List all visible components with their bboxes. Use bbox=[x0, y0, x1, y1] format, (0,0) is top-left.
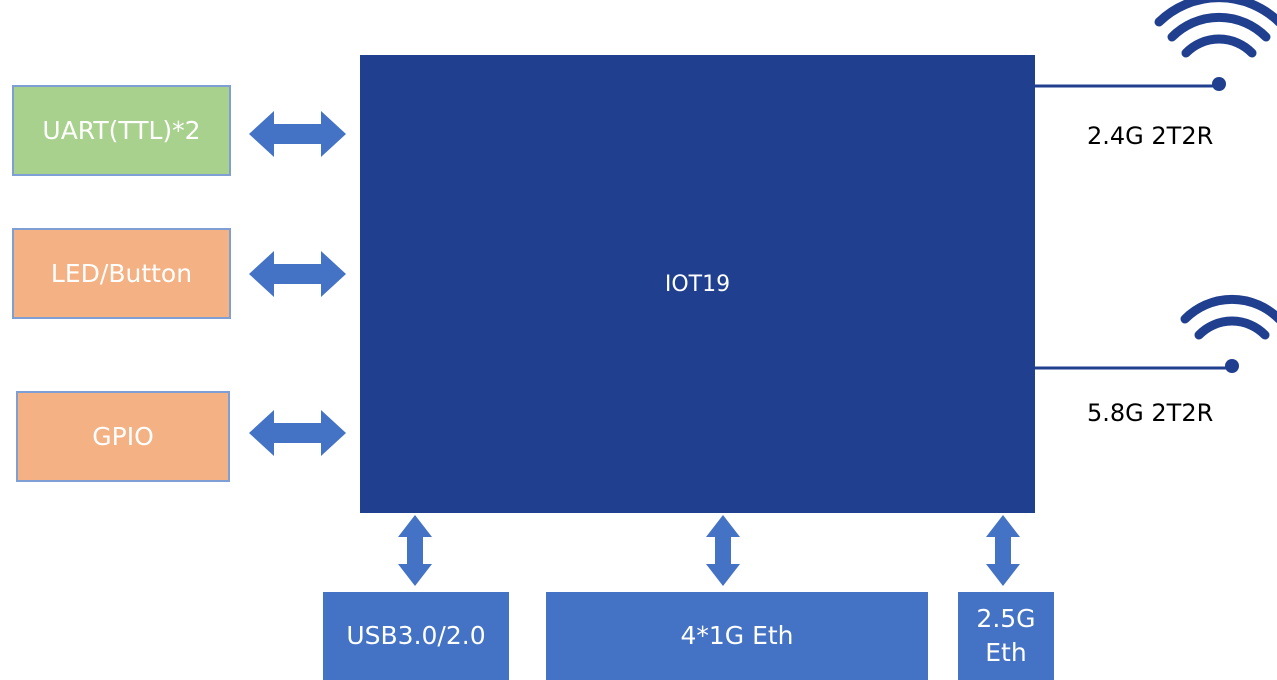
eth-25g-box: 2.5G Eth bbox=[958, 592, 1054, 680]
led-button-box: LED/Button bbox=[12, 228, 231, 319]
iot19-chip-block: IOT19 bbox=[360, 55, 1035, 513]
uart-label: UART(TTL)*2 bbox=[42, 116, 201, 145]
eth-25g-label-line1: 2.5G bbox=[976, 604, 1036, 634]
led-button-label: LED/Button bbox=[50, 259, 193, 288]
wireless-24g-label: 2.4G 2T2R bbox=[1087, 122, 1214, 150]
eth-1g-label: 4*1G Eth bbox=[680, 621, 794, 651]
usb-double-arrow bbox=[398, 515, 432, 586]
wifi-icon bbox=[1154, 0, 1277, 91]
uart-double-arrow bbox=[249, 111, 346, 157]
led-button-double-arrow bbox=[249, 251, 346, 297]
eth25-double-arrow bbox=[986, 515, 1020, 586]
gpio-label: GPIO bbox=[92, 422, 154, 451]
usb-box: USB3.0/2.0 bbox=[323, 592, 509, 680]
gpio-double-arrow bbox=[249, 410, 346, 456]
uart-box: UART(TTL)*2 bbox=[12, 85, 231, 176]
chip-label: IOT19 bbox=[664, 271, 731, 297]
eth-1g-box: 4*1G Eth bbox=[546, 592, 928, 680]
gpio-box: GPIO bbox=[16, 391, 230, 482]
eth-25g-label-line2: Eth bbox=[985, 638, 1027, 667]
wireless-58g-label: 5.8G 2T2R bbox=[1087, 399, 1214, 427]
eth-double-arrow bbox=[706, 515, 740, 586]
wifi-icon bbox=[1180, 294, 1277, 373]
usb-label: USB3.0/2.0 bbox=[346, 621, 486, 651]
